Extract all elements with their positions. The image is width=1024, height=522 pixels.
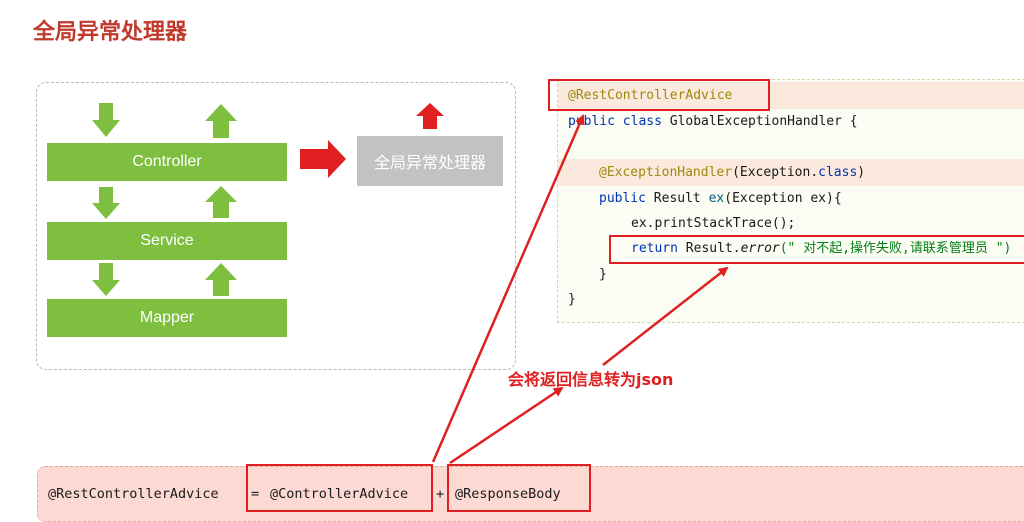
highlight-line xyxy=(558,82,1024,109)
up-arrow-icon xyxy=(205,104,237,138)
formula-response-body: @ResponseBody xyxy=(455,486,561,502)
global-exception-handler-box: 全局异常处理器 xyxy=(357,136,503,186)
formula-equals: = xyxy=(251,486,260,502)
arrow-to-rest-controller-advice xyxy=(431,114,585,463)
down-arrow-icon xyxy=(92,263,120,296)
up-arrow-icon xyxy=(416,103,444,129)
controller-layer: Controller xyxy=(47,143,287,181)
code-line-handler-annotation: @ExceptionHandler(Exception.class) xyxy=(599,165,866,180)
service-layer: Service xyxy=(47,222,287,260)
rest-controller-advice-highlight xyxy=(548,79,770,111)
up-arrow-icon xyxy=(205,263,237,296)
code-line-method-decl: public Result ex(Exception ex){ xyxy=(599,191,842,206)
code-line-close-method: } xyxy=(599,267,607,282)
up-arrow-icon xyxy=(205,186,237,218)
formula-rest-controller-advice: @RestControllerAdvice xyxy=(48,486,219,502)
code-panel xyxy=(557,79,1024,323)
formula-controller-advice: @ControllerAdvice xyxy=(270,486,409,502)
json-conversion-note: 会将返回信息转为json xyxy=(508,370,674,389)
formula-plus: + xyxy=(436,486,445,502)
right-arrow-icon xyxy=(300,140,346,178)
highlight-line xyxy=(558,159,1024,186)
code-line-return: return Result.error(" 对不起,操作失败,请联系管理员 ") xyxy=(631,241,1012,256)
code-line-class-annotation: @RestControllerAdvice xyxy=(568,88,733,103)
code-line-print: ex.printStackTrace(); xyxy=(631,216,796,231)
controller-advice-highlight xyxy=(246,464,433,512)
formula-bar xyxy=(37,466,1024,522)
arrow-to-return-statement xyxy=(602,266,729,366)
down-arrow-icon xyxy=(92,187,120,219)
code-line-close-class: } xyxy=(568,292,576,307)
return-statement-highlight xyxy=(609,235,1024,264)
page-title: 全局异常处理器 xyxy=(33,20,188,45)
mapper-layer: Mapper xyxy=(47,299,287,337)
down-arrow-icon xyxy=(92,103,120,137)
response-body-highlight xyxy=(447,464,591,512)
arrow-to-note xyxy=(449,386,564,465)
layer-diagram-frame xyxy=(36,82,516,370)
